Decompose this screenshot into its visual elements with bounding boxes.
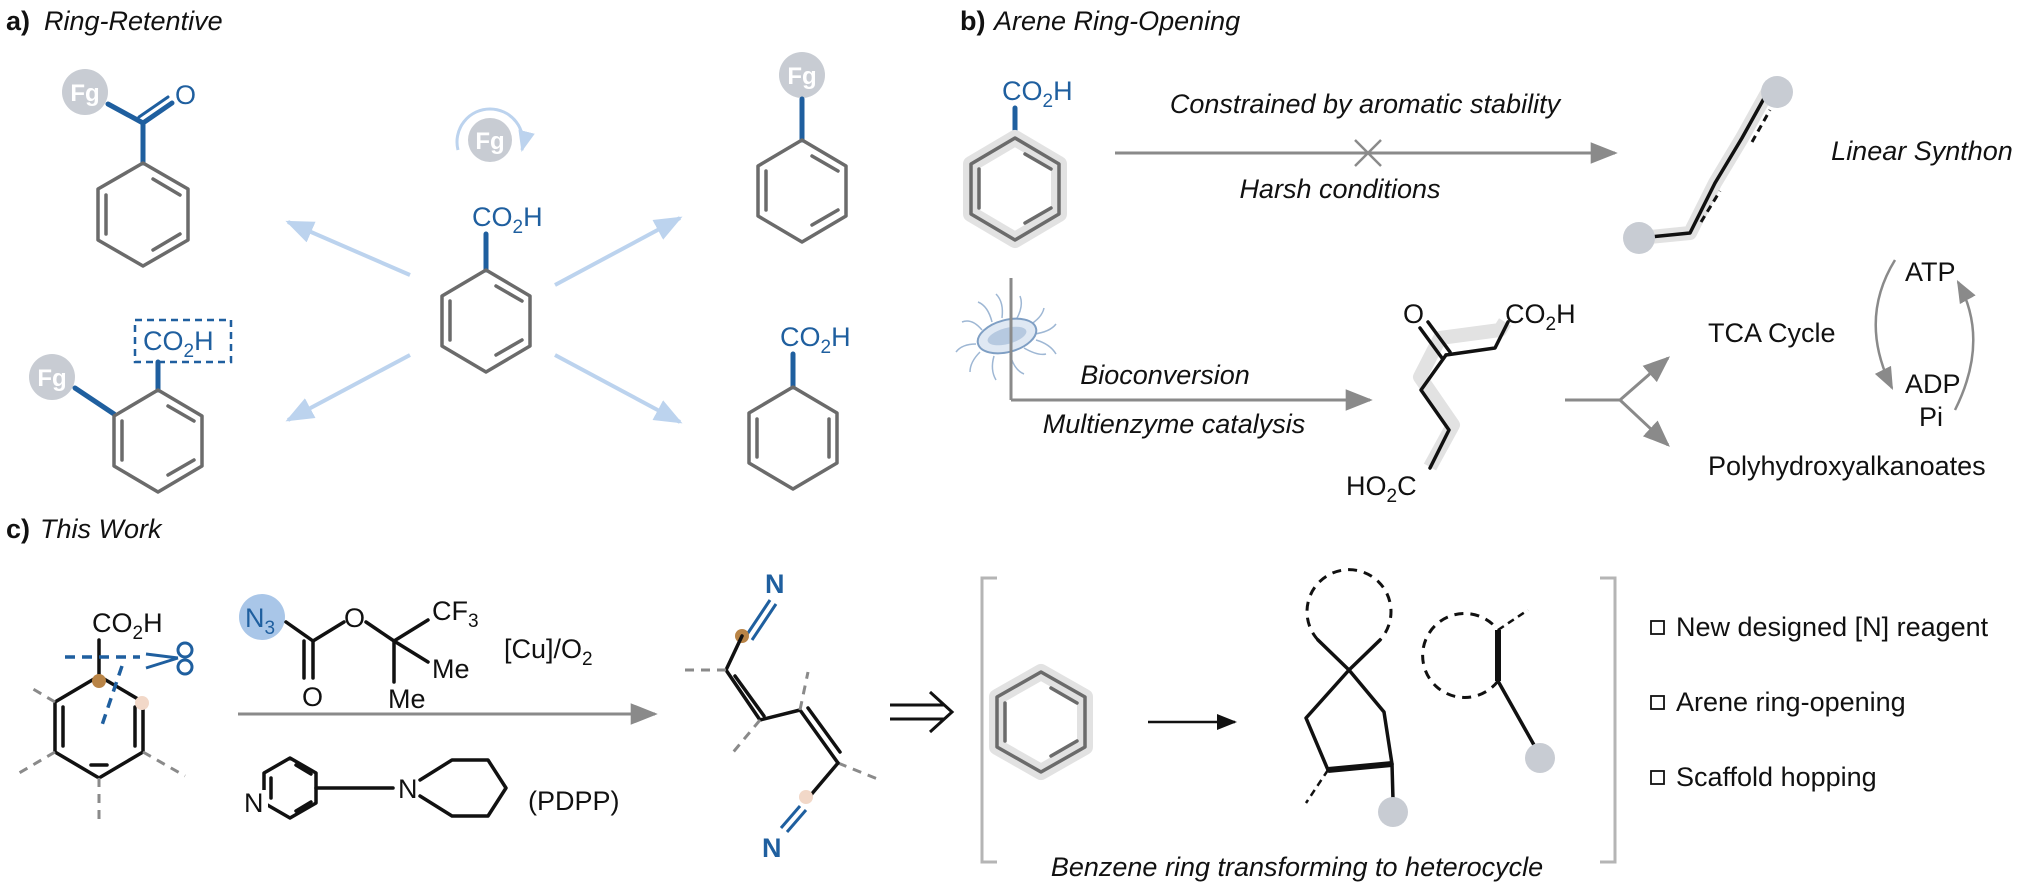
- pdpp-base: N N (PDPP): [242, 756, 620, 820]
- adp-label: ADP: [1905, 369, 1961, 399]
- co2h-right: CO2H: [780, 322, 851, 358]
- substrate-co2h: CO2H: [92, 608, 163, 644]
- panel-b: b) Arene Ring-Opening CO2H Constrained b…: [955, 6, 2013, 507]
- keto-co2h: CO2H: [1505, 299, 1576, 335]
- benzene-caption: Benzene ring transforming to heterocycle: [1051, 852, 1543, 882]
- panel-a: a) Ring-Retentive Fg O Fg CO2H: [6, 6, 851, 494]
- ho2c-label: HO2C: [1346, 471, 1417, 507]
- catalyst-label: [Cu]/O2: [504, 634, 593, 670]
- feature-list: New designed [N] reagent Arene ring-open…: [1650, 612, 1989, 792]
- fg-circle: [62, 69, 108, 115]
- pi-label: Pi: [1919, 402, 1943, 432]
- carbonyl-o: O: [302, 682, 323, 712]
- co2h-center: CO2H: [472, 202, 543, 238]
- fg-circle-ortho: [29, 354, 75, 400]
- nitrile-n-top: N: [765, 569, 785, 599]
- co2h-start: CO2H: [1002, 76, 1073, 112]
- methyl-2: Me: [388, 684, 426, 714]
- polyhydroxyalkanoates-label: Polyhydroxyalkanoates: [1708, 451, 1986, 481]
- fg-benzene-molecule: Fg: [756, 52, 848, 244]
- bacterium-icon: [955, 293, 1057, 381]
- feature-item: Arene ring-opening: [1676, 687, 1906, 717]
- panel-a-label: a): [6, 6, 30, 36]
- atp-label: ATP: [1905, 257, 1956, 287]
- panel-c: c) This Work CO2H: [6, 514, 1989, 882]
- cf3-label: CF3: [432, 596, 479, 632]
- carbonyl-oxygen: O: [175, 80, 196, 110]
- linear-synthon-molecule: [1623, 76, 1793, 254]
- co2h-dashed-box: [133, 318, 233, 364]
- nitrile-n-bottom: N: [762, 833, 782, 863]
- oxoadipic-acid-molecule: O CO2H HO2C: [1346, 299, 1576, 507]
- fg-label-center: Fg: [475, 128, 504, 155]
- bioconversion-text: Bioconversion: [1080, 360, 1250, 390]
- pdpp-label: (PDPP): [528, 786, 620, 816]
- synthon-end-circle: [1761, 76, 1793, 108]
- tca-cycle-label: TCA Cycle: [1708, 318, 1836, 348]
- multienzyme-text: Multienzyme catalysis: [1043, 409, 1306, 439]
- n3-label: N3: [245, 603, 275, 639]
- synthon-start-circle: [1623, 222, 1655, 254]
- fg-circle-center: [468, 118, 512, 162]
- pyridine-n: N: [244, 788, 264, 818]
- feature-item: Scaffold hopping: [1676, 762, 1877, 792]
- fg-label: Fg: [70, 80, 99, 107]
- panel-c-label: c): [6, 514, 30, 544]
- fg-label-right: Fg: [787, 63, 816, 90]
- co2h-boxed: CO2H: [143, 326, 214, 362]
- dihydro-benzoic-acid: CO2H: [747, 322, 851, 491]
- methyl-1: Me: [432, 654, 470, 684]
- fg-label-ortho: Fg: [37, 365, 66, 392]
- fg-circle-right: [779, 52, 825, 98]
- dinitrile-product: N N: [680, 569, 881, 863]
- substrate-benzoic-acid: CO2H: [13, 608, 194, 822]
- piperidine-n: N: [398, 774, 418, 804]
- harsh-text: Harsh conditions: [1239, 174, 1440, 204]
- n3-circle: [239, 594, 285, 640]
- azido-reagent: N3 O O CF3 Me Me [Cu]/O2: [239, 594, 593, 714]
- constrained-text: Constrained by aromatic stability: [1170, 89, 1562, 119]
- panel-b-title: Arene Ring-Opening: [992, 6, 1240, 36]
- panel-a-title: Ring-Retentive: [44, 6, 223, 36]
- central-benzoic-acid: Fg CO2H: [440, 107, 543, 374]
- scissors-icon: [145, 641, 194, 676]
- ester-o: O: [344, 603, 365, 633]
- benzoic-acid-start: CO2H: [963, 76, 1073, 248]
- linear-synthon-label: Linear Synthon: [1831, 136, 2013, 166]
- heterocycle-bracket: [980, 568, 1617, 864]
- keto-oxygen: O: [1403, 299, 1424, 329]
- feature-item: New designed [N] reagent: [1676, 612, 1989, 642]
- panel-c-title: This Work: [40, 514, 163, 544]
- fg-ketone-molecule: Fg O: [62, 69, 196, 268]
- panel-b-label: b): [960, 6, 985, 36]
- ortho-fg-benzoic-acid: CO2H Fg: [29, 318, 233, 494]
- retrosynthetic-arrow: [890, 690, 955, 734]
